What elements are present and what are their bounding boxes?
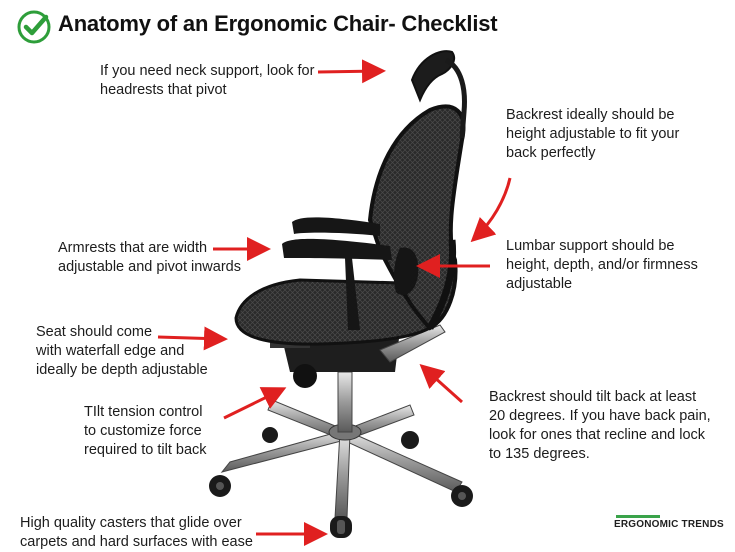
headrest	[410, 50, 467, 139]
annotation-tilt-back: Backrest should tilt back at least 20 de…	[489, 389, 711, 462]
brand-logo: ERGONOMIC TRENDS	[614, 519, 724, 530]
armrests	[282, 217, 392, 330]
casters	[209, 427, 473, 538]
lumbar-support	[393, 247, 419, 296]
checkmark-circle-icon	[17, 10, 51, 44]
annotation-backrest: Backrest ideally should be height adjust…	[506, 107, 680, 161]
page-title: Anatomy of an Ergonomic Chair- Checklist	[58, 11, 498, 36]
annotation-lumbar: Lumbar support should be height, depth, …	[506, 238, 698, 292]
arrow-seat	[157, 326, 228, 351]
annotation-casters: High quality casters that glide over car…	[20, 515, 253, 550]
arrow-tension	[223, 387, 287, 420]
annotation-tension: TIlt tension control to customize force …	[84, 404, 207, 458]
brand-accent-mark	[616, 515, 660, 518]
arrow-tilt-back	[419, 363, 464, 404]
annotation-headrest: If you need neck support, look for headr…	[100, 63, 315, 98]
arrow-headrest	[317, 59, 386, 84]
annotation-seat: Seat should come with waterfall edge and…	[36, 324, 208, 378]
annotation-armrests: Armrests that are width adjustable and p…	[58, 240, 241, 275]
chair-base	[220, 371, 463, 519]
arrow-backrest	[470, 177, 512, 243]
pointer-arrows	[157, 59, 512, 546]
